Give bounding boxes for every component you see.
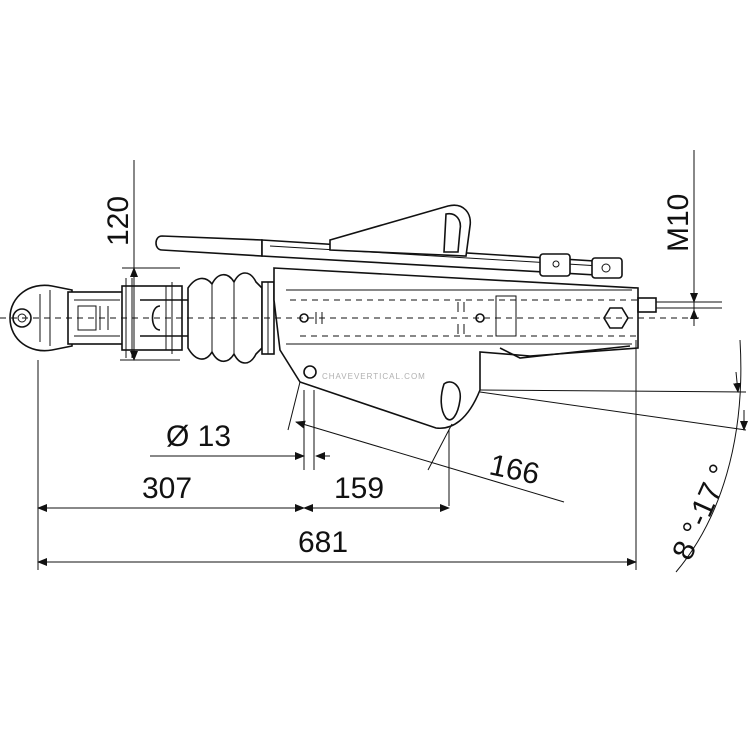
label-slot-distance: 166 xyxy=(487,449,543,492)
label-hole-diameter: Ø 13 xyxy=(166,420,231,453)
label-total-length: 681 xyxy=(298,526,348,559)
angle-arc xyxy=(675,339,742,573)
lever-bracket xyxy=(329,204,472,257)
coupling-housing xyxy=(273,267,722,430)
angle-rays xyxy=(479,389,747,431)
center-lines xyxy=(0,299,700,337)
dim-166-line xyxy=(295,420,565,503)
label-angle-range: 8 °-17 ° xyxy=(666,459,737,564)
label-hole-spacing: 159 xyxy=(334,472,384,505)
label-offset-front: 307 xyxy=(142,472,192,505)
watermark: CHAVEVERTICAL.COM xyxy=(322,372,426,381)
label-thread: M10 xyxy=(662,194,695,252)
dimension-lines xyxy=(37,150,748,573)
label-height: 120 xyxy=(102,196,135,246)
coupling-head xyxy=(9,284,127,352)
